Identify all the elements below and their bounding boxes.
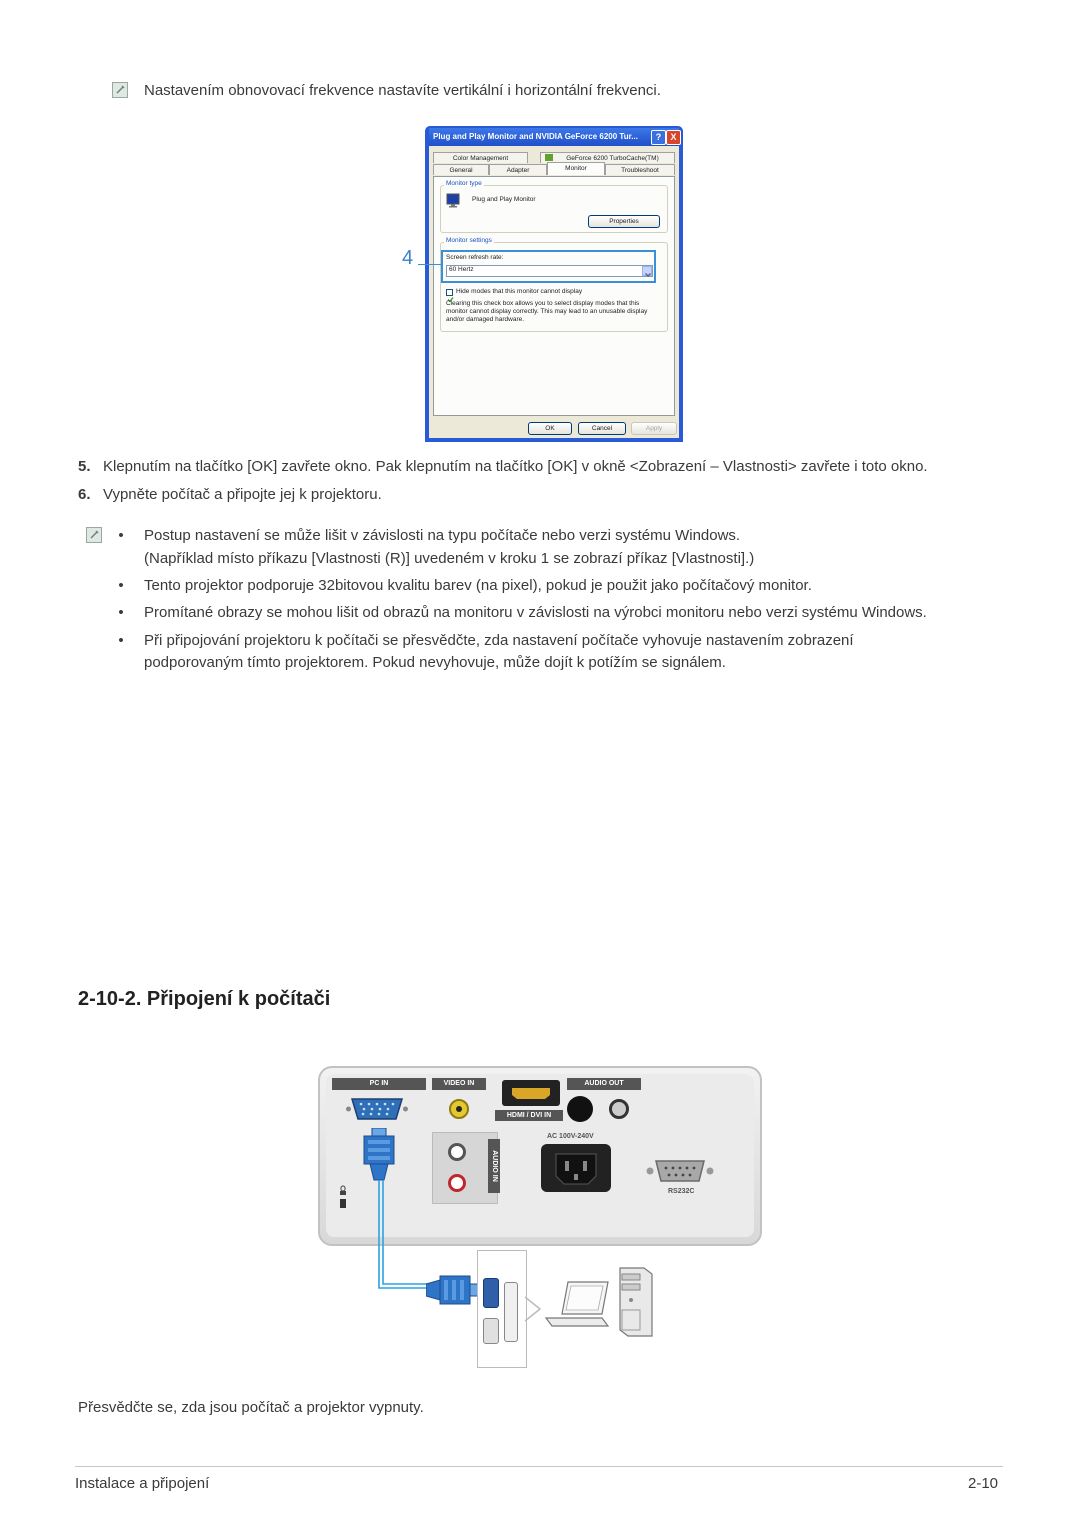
- section-heading: 2-10-2. Připojení k počítači: [78, 988, 331, 1010]
- top-note-text: Nastavením obnovovací frekvence nastavít…: [144, 82, 661, 99]
- tab-geforce[interactable]: GeForce 6200 TurboCache(TM): [540, 152, 675, 163]
- pc-vga-port: [483, 1278, 499, 1308]
- audio-out-port-large: [567, 1096, 593, 1122]
- tab-adapter[interactable]: Adapter: [489, 164, 547, 175]
- note-4-line-2: podporovaným tímto projektorem. Pokud ne…: [144, 654, 726, 671]
- callout-line: [418, 264, 443, 265]
- bullet: •: [118, 632, 124, 649]
- ok-button[interactable]: OK: [528, 422, 572, 435]
- audio-out-label: AUDIO OUT: [567, 1078, 641, 1090]
- pc-port-panel: [477, 1250, 527, 1368]
- arrow-icon: [524, 1296, 542, 1322]
- step-5-text: Klepnutím na tlačítko [OK] zavřete okno.…: [103, 458, 928, 475]
- kensington-lock-icon: [339, 1185, 347, 1209]
- refresh-rate-select[interactable]: 60 Hertz: [446, 265, 653, 277]
- cancel-button[interactable]: Cancel: [578, 422, 626, 435]
- bullet: •: [118, 577, 124, 594]
- hide-modes-checkbox[interactable]: [446, 289, 454, 303]
- hdmi-label: HDMI / DVI IN: [495, 1110, 563, 1121]
- audio-in-right-port: [448, 1174, 466, 1192]
- audio-in-left-port: [448, 1143, 466, 1161]
- video-in-port-center: [456, 1106, 462, 1112]
- step-5-number: 5.: [78, 458, 91, 475]
- pc-in-label: PC IN: [332, 1078, 426, 1090]
- note-2-line-1: Tento projektor podporuje 32bitovou kval…: [144, 577, 812, 594]
- audio-in-block: [432, 1132, 498, 1204]
- hide-modes-label: Hide modes that this monitor cannot disp…: [456, 288, 583, 295]
- vga-port: [346, 1097, 408, 1121]
- note-4-line-1: Při připojování projektoru k počítači se…: [144, 632, 854, 649]
- bullet: •: [118, 604, 124, 621]
- help-button[interactable]: ?: [651, 130, 666, 145]
- monitor-settings-group: [440, 242, 668, 332]
- step-6-number: 6.: [78, 486, 91, 503]
- rs232c-port: [646, 1158, 714, 1184]
- desktop-tower-icon: [616, 1264, 656, 1338]
- tab-general[interactable]: General: [433, 164, 489, 175]
- bullet: •: [118, 527, 124, 544]
- step-6-text: Vypněte počítač a připojte jej k projekt…: [103, 486, 382, 503]
- bottom-note: Přesvědčte se, zda jsou počítač a projek…: [78, 1399, 424, 1416]
- ac-power-socket: [541, 1144, 611, 1192]
- note-icon: [86, 527, 102, 543]
- monitor-type-label: Monitor type: [444, 180, 484, 187]
- laptop-icon: [542, 1280, 612, 1332]
- note-3-line-1: Promítané obrazy se mohou lišit od obraz…: [144, 604, 927, 621]
- audio-in-label: AUDIO IN: [488, 1139, 500, 1193]
- footer-divider: [75, 1466, 1003, 1467]
- chevron-down-icon[interactable]: [642, 266, 652, 277]
- tab-troubleshoot[interactable]: Troubleshoot: [605, 164, 675, 175]
- vga-cable: [378, 1180, 448, 1292]
- note-icon: [112, 82, 128, 98]
- nvidia-icon: [545, 154, 553, 161]
- ac-label: AC 100V-240V: [547, 1133, 594, 1140]
- monitor-type-group: [440, 185, 668, 233]
- note-1-line-1: Postup nastavení se může lišit v závislo…: [144, 527, 741, 544]
- close-button[interactable]: X: [666, 130, 681, 145]
- monitor-settings-label: Monitor settings: [444, 237, 494, 244]
- footer-chapter-title: Instalace a připojení: [75, 1475, 210, 1492]
- video-in-label: VIDEO IN: [432, 1078, 486, 1090]
- note-1-line-2: (Například místo příkazu [Vlastnosti (R)…: [144, 550, 755, 567]
- properties-button[interactable]: Properties: [588, 215, 660, 228]
- vga-cable-plug-side: [425, 1274, 479, 1306]
- monitor-name: Plug and Play Monitor: [472, 196, 536, 203]
- audio-out-port-small: [609, 1099, 629, 1119]
- vga-cable-plug-top: [362, 1127, 396, 1184]
- rs232c-label: RS232C: [668, 1188, 695, 1195]
- page-number: 2-10: [968, 1475, 999, 1492]
- hide-modes-description: Clearing this check box allows you to se…: [446, 300, 648, 323]
- refresh-highlight: [441, 250, 656, 283]
- pc-parallel-port: [504, 1282, 518, 1342]
- hdmi-port: [502, 1080, 560, 1106]
- callout-number: 4: [402, 247, 414, 269]
- dialog-title: Plug and Play Monitor and NVIDIA GeForce…: [429, 128, 679, 146]
- refresh-rate-label: Screen refresh rate:: [446, 254, 504, 261]
- tab-color-management[interactable]: Color Management: [433, 152, 528, 163]
- tab-monitor[interactable]: Monitor: [547, 162, 605, 175]
- apply-button: Apply: [631, 422, 677, 435]
- refresh-rate-value: 60 Hertz: [449, 266, 474, 273]
- pc-serial-port: [483, 1318, 499, 1344]
- monitor-icon: [446, 193, 460, 208]
